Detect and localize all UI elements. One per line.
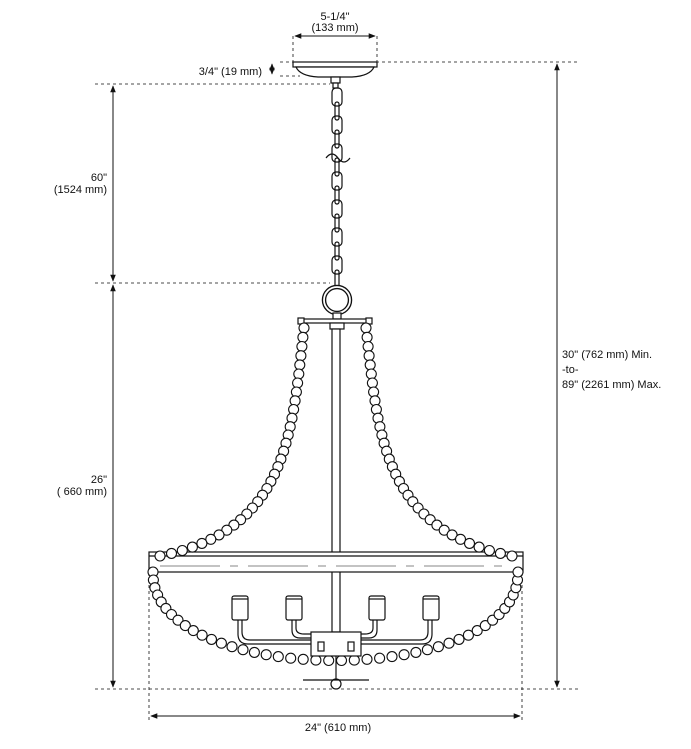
bead: [297, 331, 309, 343]
center-stem: [331, 328, 341, 633]
canopy-width-label: 5-1/4": [321, 11, 350, 23]
overall-height-max-label: 89" (2261 mm) Max.: [562, 379, 661, 391]
bead: [293, 368, 305, 380]
bead: [196, 537, 208, 549]
bead: [154, 550, 166, 562]
bead: [462, 629, 474, 641]
bead: [432, 641, 444, 653]
bead: [187, 625, 199, 637]
chain-link: [334, 213, 340, 233]
chain-link: [334, 241, 340, 261]
bead: [260, 649, 272, 661]
canopy-height-label: 3/4" (19 mm): [199, 66, 262, 78]
horizontal-band: [148, 551, 524, 573]
bead: [248, 646, 260, 658]
candle-socket: [285, 595, 303, 621]
bead: [512, 566, 524, 578]
chain-link: [331, 115, 343, 135]
bead: [361, 653, 373, 665]
chain-link: [331, 143, 343, 163]
bead: [295, 350, 307, 362]
bead: [186, 541, 198, 553]
bead: [165, 547, 178, 559]
bead: [463, 537, 476, 549]
crown-bar: [297, 317, 373, 330]
dimension-lines: [110, 33, 560, 719]
fixture-width-label: 24" (610 mm): [305, 722, 371, 734]
bead: [335, 654, 348, 667]
candle-socket: [368, 595, 386, 621]
bead: [374, 652, 386, 664]
chain-length-label: 60": [91, 172, 107, 184]
fixture-height-label: 26": [91, 474, 107, 486]
ring-loop: [321, 284, 353, 320]
overall-height-to-label: -to-: [562, 364, 579, 376]
bead: [454, 533, 467, 545]
bead: [176, 544, 188, 557]
bead: [471, 625, 483, 637]
bead: [292, 377, 304, 389]
bead: [361, 331, 373, 343]
chain-link: [331, 171, 343, 191]
bead: [360, 322, 372, 334]
bead: [364, 359, 376, 371]
bead: [226, 641, 238, 653]
bead: [196, 629, 208, 641]
chain-link: [331, 227, 343, 247]
dimension-labels: 5-1/4" (133 mm) 3/4" (19 mm) 60" (1524 m…: [54, 11, 661, 734]
fixture-height-metric-label: ( 660 mm): [57, 486, 107, 498]
bead: [237, 644, 249, 656]
candle-sockets: [231, 595, 440, 621]
bead: [272, 651, 284, 663]
bead: [494, 547, 506, 559]
bead: [483, 544, 495, 557]
chain-link: [334, 157, 340, 177]
canopy: [292, 61, 378, 89]
bead: [205, 633, 218, 645]
chain-link: [331, 199, 343, 219]
bead: [285, 652, 297, 664]
bead: [365, 368, 377, 380]
chain-link: [334, 101, 340, 121]
bead: [298, 322, 310, 334]
bead: [386, 651, 398, 663]
bead-strands: [147, 322, 524, 667]
bead: [421, 644, 433, 656]
bead: [296, 340, 308, 353]
bead: [398, 649, 410, 661]
chain: [325, 87, 351, 289]
bead: [172, 614, 184, 626]
bead: [205, 533, 217, 545]
bead: [215, 637, 227, 649]
bead: [446, 529, 458, 541]
chain-link: [334, 129, 340, 149]
chain-link: [331, 255, 343, 275]
bead: [473, 541, 485, 553]
bead: [366, 377, 378, 389]
candle-socket: [422, 595, 440, 621]
bead: [479, 620, 491, 632]
chain-link: [331, 87, 343, 107]
bead: [294, 359, 306, 371]
bead: [410, 646, 422, 658]
bead: [363, 350, 375, 362]
chain-break-mark: [325, 153, 351, 163]
bead: [453, 633, 465, 645]
bead: [297, 653, 309, 665]
canopy-width-metric-label: (133 mm): [311, 22, 358, 34]
bead: [179, 620, 191, 632]
candle-arms: [237, 620, 433, 645]
bead: [362, 340, 374, 353]
chain-link: [334, 185, 340, 205]
center-hub: [303, 631, 369, 690]
overall-height-min-label: 30" (762 mm) Min.: [562, 349, 652, 361]
chain-length-metric-label: (1524 mm): [54, 184, 107, 196]
bead: [323, 654, 335, 667]
candle-socket: [231, 595, 249, 621]
bead: [443, 637, 455, 649]
bead: [506, 550, 518, 562]
